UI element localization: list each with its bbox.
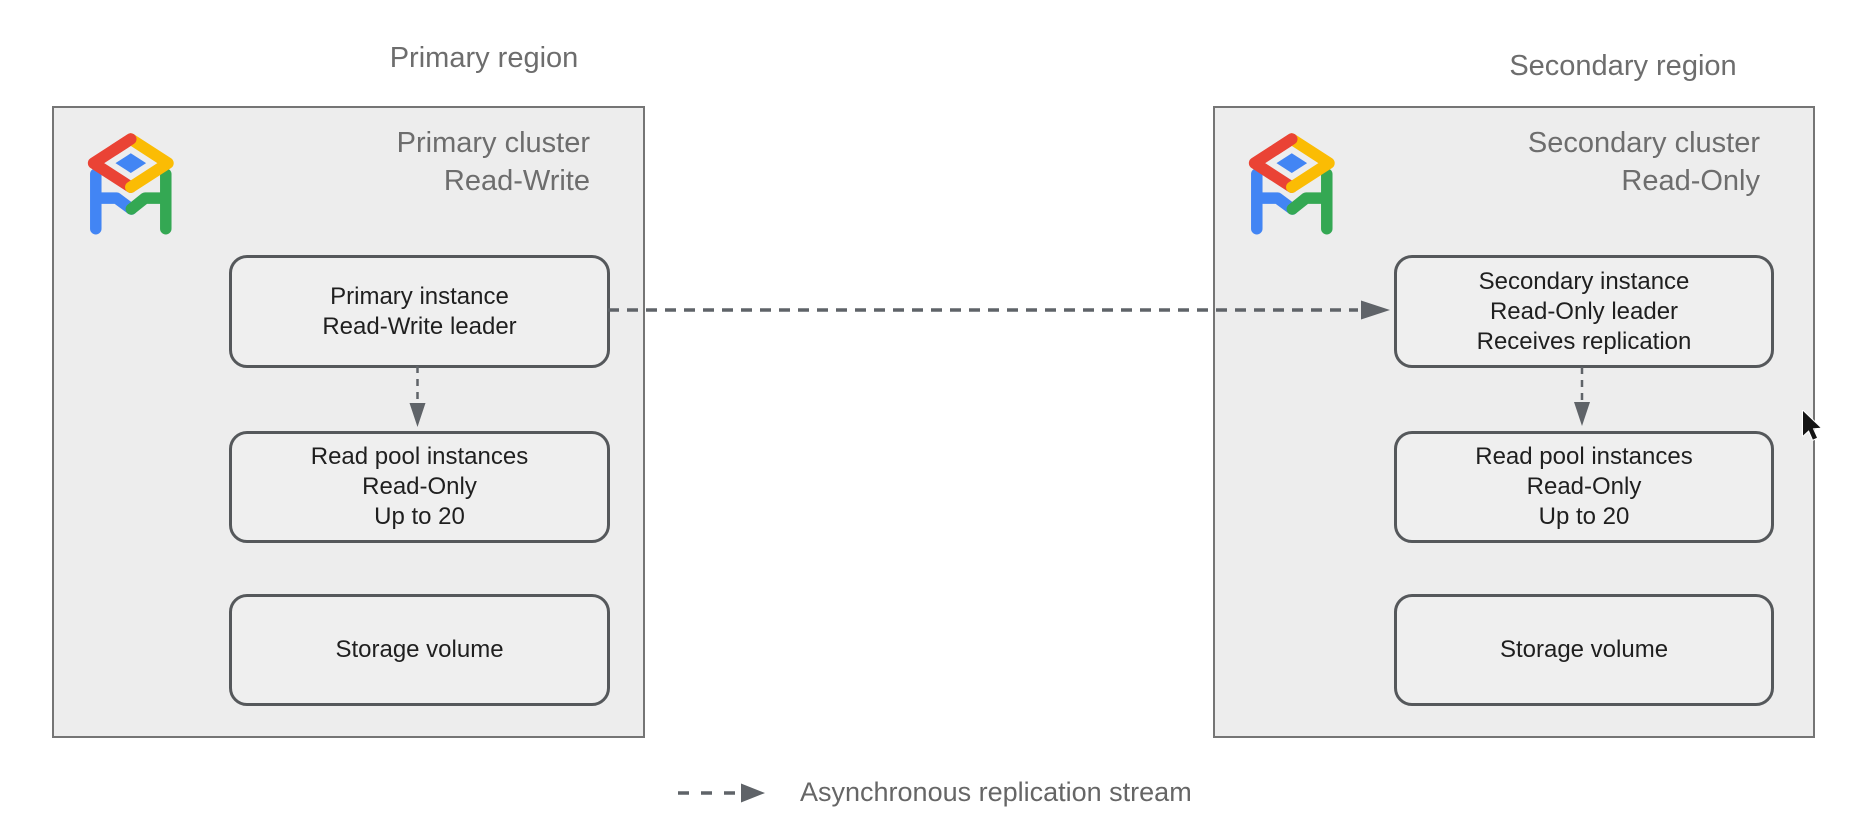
alloydb-icon-green-leg <box>1286 168 1333 235</box>
secondary-storage-volume-node: Storage volume <box>1394 594 1774 706</box>
alloydb-icon-yellow-edge <box>125 133 174 193</box>
secondary-region-label: Secondary region <box>1509 50 1737 82</box>
alloydb-icon-center-diamond <box>1276 153 1308 173</box>
primary-region-label: Primary region <box>389 42 579 74</box>
node-text-line: Primary instance <box>330 282 509 310</box>
alloydb-icon-yellow-edge <box>1286 133 1335 193</box>
alloydb-icon-green-leg <box>125 168 172 235</box>
secondary-cluster-box: Secondary cluster Read-Only Secondary in… <box>1213 106 1815 738</box>
legend-label: Asynchronous replication stream <box>800 777 1192 807</box>
node-text-line: Storage volume <box>335 636 504 663</box>
alloydb-icon-blue-leg <box>90 168 138 235</box>
alloydb-icon <box>87 133 174 235</box>
alloydb-icon-center-diamond <box>115 153 147 173</box>
primary-cluster-box: Primary cluster Read-Write Primary insta… <box>52 106 645 738</box>
node-text-line: Up to 20 <box>1538 503 1630 530</box>
primary-cluster-title: Primary cluster Read-Write <box>397 124 590 200</box>
node-text-line: Read-Only <box>1526 473 1642 500</box>
node-text-line: Read pool instances <box>310 443 529 470</box>
mouse-cursor-icon <box>1801 410 1822 441</box>
primary-storage-volume-node: Storage volume <box>229 594 610 706</box>
cluster-title-line: Read-Write <box>443 165 590 197</box>
alloydb-icon-red-cap <box>108 133 137 156</box>
alloydb-icon-red-cap <box>1269 133 1298 156</box>
alloydb-icon <box>1248 133 1335 235</box>
node-text-line: Read pool instances <box>1475 443 1693 470</box>
node-text-line: Read-Only leader <box>1489 297 1679 325</box>
node-text-line: Receives replication <box>1476 327 1692 355</box>
node-text-line: Secondary instance <box>1478 267 1690 295</box>
secondary-cluster-title: Secondary cluster Read-Only <box>1528 124 1760 200</box>
node-text-line: Up to 20 <box>374 503 465 530</box>
secondary-read-pool-node: Read pool instances Read-Only Up to 20 <box>1394 431 1774 543</box>
cursor-arrow-shape <box>1801 410 1822 441</box>
secondary-instance-node: Secondary instance Read-Only leader Rece… <box>1394 255 1774 368</box>
node-text-line: Read-Only <box>362 473 477 500</box>
node-text-line: Read-Write leader <box>322 312 517 340</box>
primary-read-pool-node: Read pool instances Read-Only Up to 20 <box>229 431 610 543</box>
primary-instance-node: Primary instance Read-Write leader <box>229 255 610 368</box>
cluster-title-line: Secondary cluster <box>1527 127 1760 159</box>
cluster-title-line: Read-Only <box>1621 165 1760 197</box>
alloydb-icon-blue-leg <box>1251 168 1299 235</box>
node-text-line: Storage volume <box>1499 636 1669 663</box>
legend-arrowhead-icon <box>741 783 765 803</box>
cluster-title-line: Primary cluster <box>396 127 590 159</box>
